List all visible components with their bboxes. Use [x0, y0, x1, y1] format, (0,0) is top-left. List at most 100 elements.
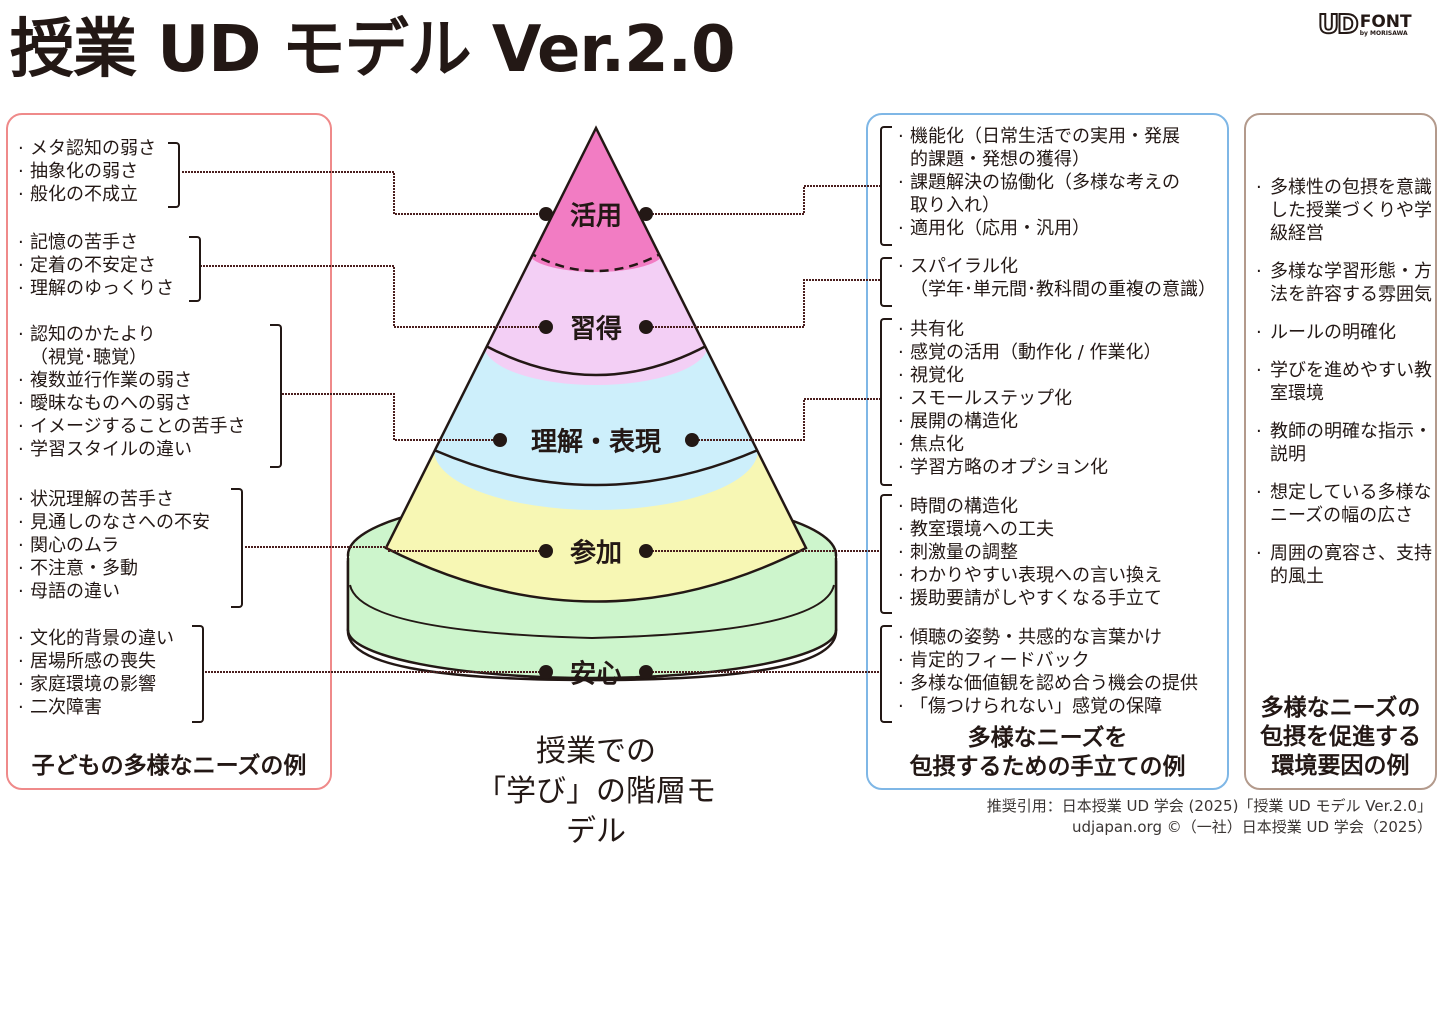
- caption-line: 包摂するための手立ての例: [909, 754, 1186, 780]
- list-item: ·教室環境への工夫: [898, 519, 1054, 540]
- bullet-icon: ·: [18, 628, 24, 649]
- list-item: ·見通しのなさへの不安: [18, 512, 210, 533]
- bullet-icon: ·: [18, 416, 24, 437]
- bullet-icon: ·: [1256, 177, 1262, 198]
- list-item: ·傾聴の姿勢・共感的な言葉かけ: [898, 627, 1162, 648]
- layer-dot-right: [639, 544, 653, 558]
- bullet-icon: ·: [18, 674, 24, 695]
- child-needs-panel: [6, 113, 332, 790]
- list-item: ·学びを進めやすい教室環境: [1256, 360, 1432, 404]
- list-item: ·多様な価値観を認め合う機会の提供: [898, 673, 1198, 694]
- list-item: ·理解のゆっくりさ: [18, 278, 174, 299]
- caption-line: 多様なニーズの: [1260, 695, 1421, 721]
- bullet-icon: ·: [898, 627, 904, 648]
- list-item: ·共有化: [898, 319, 964, 340]
- bullet-icon: ·: [898, 565, 904, 586]
- list-item: ·わかりやすい表現への言い換え: [898, 565, 1162, 586]
- list-item: ·記憶の苦手さ: [18, 232, 138, 253]
- measures-group-katsuyo: ·機能化（日常生活での実用・発展的課題・発想の獲得）·課題解決の協働化（多様な考…: [898, 125, 1180, 240]
- model-caption-line2: 「学び」の階層モデル: [476, 774, 716, 849]
- list-item: ·メタ認知の弱さ: [18, 138, 156, 159]
- bullet-icon: ·: [898, 696, 904, 717]
- bullet-icon: ·: [898, 388, 904, 409]
- bullet-icon: ·: [898, 126, 904, 147]
- bullet-icon: ·: [898, 256, 904, 277]
- bullet-icon: ·: [18, 370, 24, 391]
- bullet-icon: ·: [18, 278, 24, 299]
- list-item: （学年･単元間･教科間の重複の意識）: [910, 279, 1216, 300]
- bullet-icon: ·: [18, 255, 24, 276]
- layer-dot-left: [539, 320, 553, 334]
- layer-label-anshin: 安心: [569, 659, 623, 690]
- bullet-icon: ·: [18, 535, 24, 556]
- bullet-icon: ·: [18, 184, 24, 205]
- bullet-icon: ·: [1256, 360, 1262, 381]
- connector-right-rikai: [692, 398, 880, 441]
- list-item: ·機能化（日常生活での実用・発展: [898, 126, 1180, 147]
- bullet-icon: ·: [18, 324, 24, 345]
- list-item: ·スモールステップ化: [898, 388, 1072, 409]
- connector-left-shutoku: [200, 265, 546, 328]
- list-item: ·視覚化: [898, 365, 964, 386]
- list-item: ·抽象化の弱さ: [18, 161, 138, 182]
- connector-left-rikai: [282, 393, 500, 441]
- list-item: ·援助要請がしやすくなる手立て: [898, 588, 1162, 609]
- list-item: ·複数並行作業の弱さ: [18, 370, 192, 391]
- list-item: ·学習スタイルの違い: [18, 439, 192, 460]
- list-item: （視覚･聴覚）: [30, 347, 147, 368]
- list-item: ·課題解決の協働化（多様な考えの: [898, 172, 1180, 193]
- bullet-icon: ·: [898, 342, 904, 363]
- bracket: [880, 494, 892, 614]
- list-item: ·家庭環境の影響: [18, 674, 156, 695]
- list-item: ·適用化（応用・汎用）: [898, 218, 1090, 239]
- list-item: ·関心のムラ: [18, 535, 120, 556]
- connector-left-sanka: [245, 546, 546, 552]
- list-item: ·教師の明確な指示・説明: [1256, 421, 1432, 465]
- page-title: 授業 UD モデル Ver.2.0: [10, 13, 735, 87]
- bullet-icon: ·: [1256, 482, 1262, 503]
- child-needs-caption: 子どもの多様なニーズの例: [31, 753, 307, 779]
- bullet-icon: ·: [18, 439, 24, 460]
- list-item: ·曖昧なものへの弱さ: [18, 393, 192, 414]
- connector-right-katsuyo: [646, 185, 880, 215]
- list-item: ·学習方略のオプション化: [898, 457, 1108, 478]
- needs-group-shutoku: ·記憶の苦手さ·定着の不安定さ·理解のゆっくりさ: [18, 231, 174, 300]
- bullet-icon: ·: [18, 393, 24, 414]
- layer-dot-left: [539, 665, 553, 679]
- bracket: [880, 257, 892, 307]
- bullet-icon: ·: [18, 697, 24, 718]
- needs-group-rikai: ·認知のかたより（視覚･聴覚）·複数並行作業の弱さ·曖昧なものへの弱さ·イメージ…: [18, 323, 245, 461]
- needs-group-anshin: ·文化的背景の違い·居場所感の喪失·家庭環境の影響·二次障害: [18, 627, 174, 719]
- list-item: ·ルールの明確化: [1256, 322, 1396, 343]
- bracket: [168, 142, 180, 208]
- bullet-icon: ·: [898, 365, 904, 386]
- list-item: ·般化の不成立: [18, 184, 138, 205]
- bullet-icon: ·: [18, 512, 24, 533]
- bracket: [880, 126, 892, 246]
- layer-dot-left: [539, 207, 553, 221]
- list-item: ·多様性の包摂を意識した授業づくりや学級経営: [1256, 177, 1432, 244]
- bullet-icon: ·: [1256, 322, 1262, 343]
- bullet-icon: ·: [18, 489, 24, 510]
- measures-group-rikai: ·共有化·感覚の活用（動作化 / 作業化）·視覚化·スモールステップ化·展開の構…: [898, 318, 1162, 479]
- udfont-logo: UD FONT by MORISAWA: [1317, 11, 1412, 39]
- layer-dot-left: [493, 433, 507, 447]
- bullet-icon: ·: [898, 172, 904, 193]
- caption-line: 多様なニーズを: [967, 725, 1128, 751]
- layer-dot-left: [539, 544, 553, 558]
- bullet-icon: ·: [898, 673, 904, 694]
- list-item: ·不注意・多動: [18, 558, 138, 579]
- layer-dot-right: [685, 433, 699, 447]
- bracket: [192, 625, 204, 723]
- layer-label-shutoku: 習得: [569, 314, 623, 345]
- list-item: ·定着の不安定さ: [18, 255, 156, 276]
- inclusion-measures-caption: 多様なニーズを 包摂するための手立ての例: [868, 724, 1227, 782]
- bullet-icon: ·: [898, 411, 904, 432]
- list-item: ·刺激量の調整: [898, 542, 1018, 563]
- bullet-icon: ·: [898, 519, 904, 540]
- list-item: 的課題・発想の獲得）: [910, 149, 1090, 170]
- citation-line2: udjapan.org ©（一社）日本授業 UD 学会（2025）: [1072, 818, 1432, 836]
- bracket: [270, 324, 282, 468]
- bullet-icon: ·: [18, 581, 24, 602]
- environment-factors-caption: 多様なニーズの 包摂を促進する 環境要因の例: [1246, 694, 1435, 781]
